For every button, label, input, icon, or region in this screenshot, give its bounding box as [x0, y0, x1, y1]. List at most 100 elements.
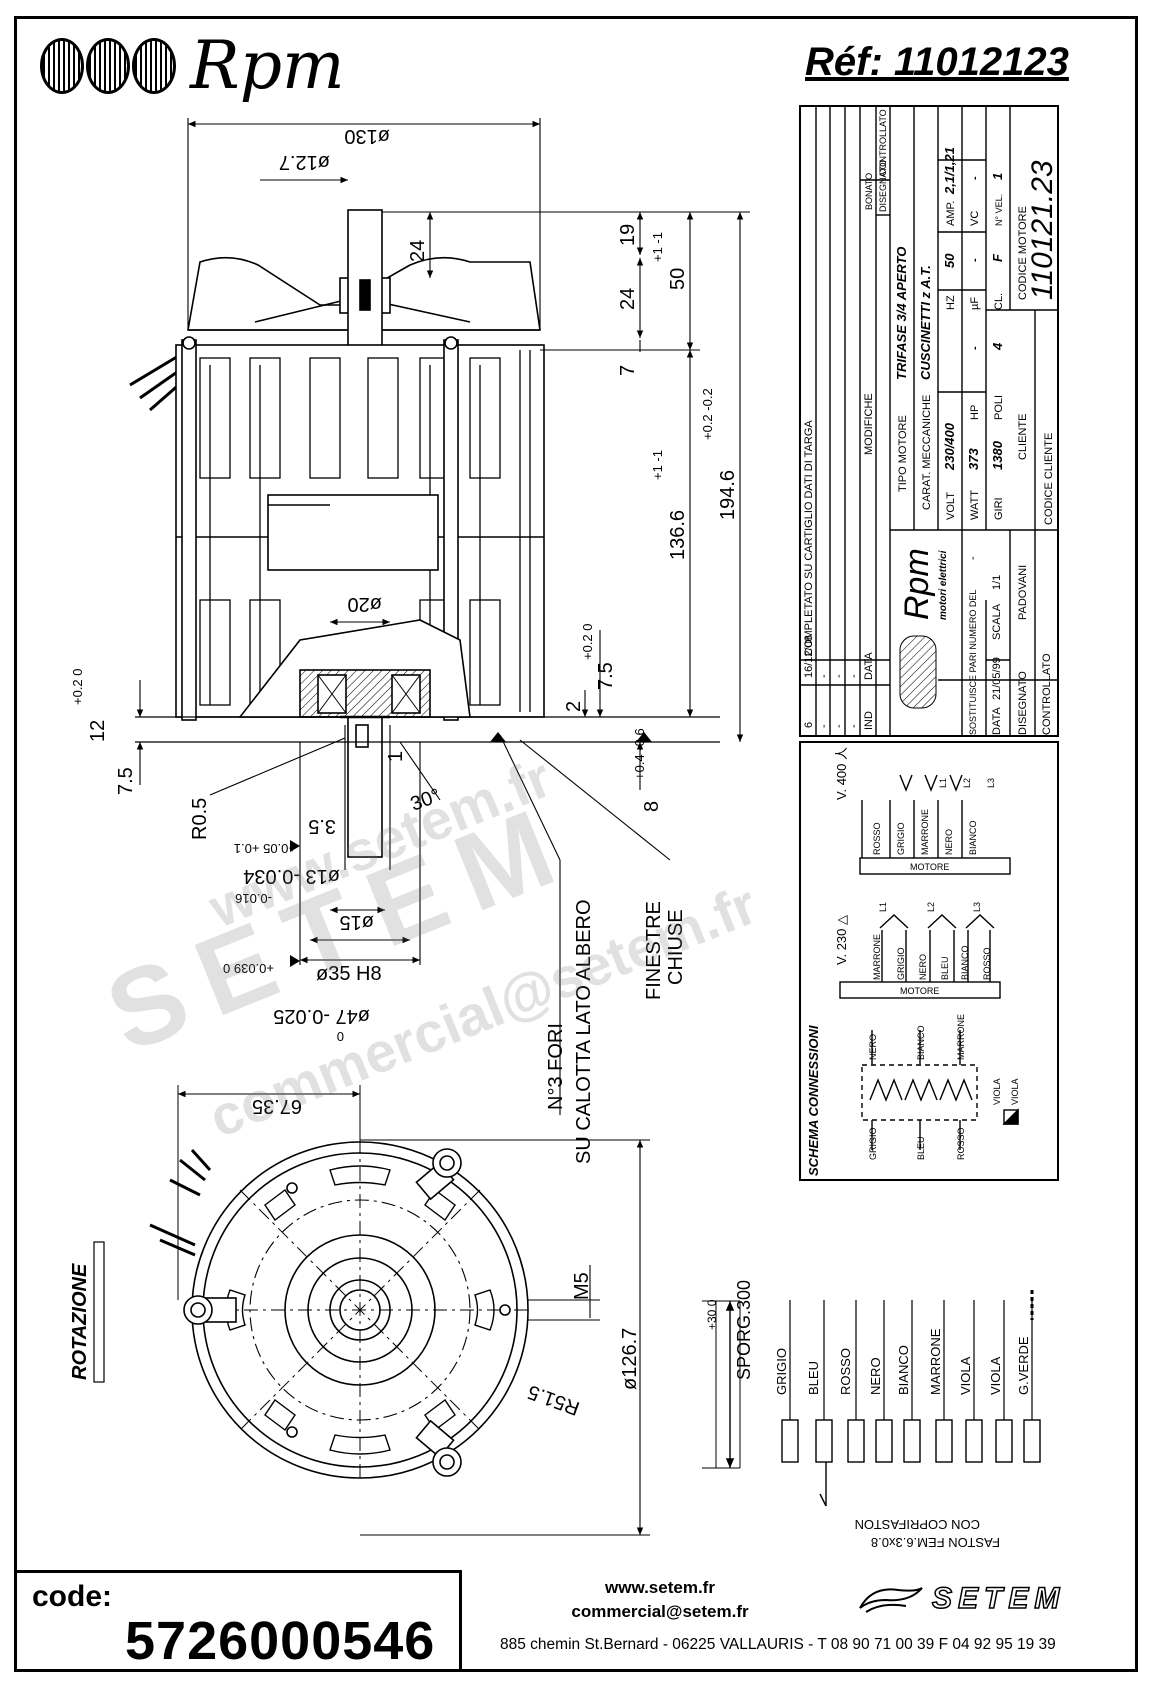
dim-67-35: 67.35 [252, 1095, 302, 1117]
svg-text:MARRONE: MARRONE [920, 809, 930, 855]
reference-number: Réf: 11012123 [805, 40, 1069, 84]
dim-d130: ø130 [344, 125, 390, 147]
triangle-mark [290, 955, 300, 967]
svg-text:POLI: POLI [993, 395, 1005, 420]
svg-text:BIANCO: BIANCO [960, 945, 970, 980]
dim-r0-5: R0.5 [189, 798, 211, 840]
svg-text:SPORG.300: SPORG.300 [734, 1280, 754, 1380]
dim-2: 2 [563, 701, 585, 712]
drawing-frame [14, 16, 1138, 1672]
setem-swoosh-icon [859, 1587, 923, 1613]
svg-text:BIANCO: BIANCO [916, 1025, 926, 1060]
dim-30deg: 30° [408, 785, 444, 816]
svg-text:NERO: NERO [944, 829, 954, 855]
dim-r51-5: R51.5 [525, 1380, 583, 1419]
motor-front-view [149, 1085, 650, 1536]
dim-3-5: 3.5 [308, 815, 336, 837]
brand-name: Rpm [190, 27, 345, 104]
schema-connessioni [799, 741, 1059, 1181]
dim-1: 1 [385, 751, 407, 762]
dim-d47-tol: 0 [337, 1029, 344, 1044]
svg-text:SOSTITUISCE PARI NUMERO DEL: SOSTITUISCE PARI NUMERO DEL [968, 590, 978, 735]
svg-text:MODIFICHE: MODIFICHE [863, 393, 875, 455]
svg-text:ROSSO: ROSSO [838, 1348, 853, 1395]
svg-text:COMPLETATO SU CARTIGLIO DATI D: COMPLETATO SU CARTIGLIO DATI DI TARGA [803, 420, 815, 656]
svg-text:L3: L3 [986, 778, 996, 788]
rotazione-label: ROTAZIONE [69, 1241, 105, 1383]
svg-text:CON COPRIFASTON: CON COPRIFASTON [855, 1517, 980, 1532]
dim-194: 194.6 [717, 470, 739, 520]
fori-line1: N°3 FORI [545, 1023, 567, 1110]
svg-text:230/400: 230/400 [942, 422, 957, 471]
svg-text:HZ: HZ [945, 295, 957, 310]
svg-text:ROSSO: ROSSO [956, 1127, 966, 1160]
lead-wires [702, 1290, 1041, 1507]
svg-text:1/1: 1/1 [991, 575, 1003, 590]
svg-text:GIRI: GIRI [993, 497, 1005, 520]
svg-text:MOTORE: MOTORE [900, 986, 939, 996]
dimension-lines [136, 118, 750, 1115]
svg-text:BLEU: BLEU [806, 1361, 821, 1395]
dim-d13: ø13 -0.034 [243, 865, 340, 887]
contact-block: www.setem.fr commercial@setem.fr [560, 1576, 760, 1624]
svg-text:G.VERDE: G.VERDE [1016, 1336, 1031, 1395]
svg-text:1380: 1380 [990, 440, 1005, 470]
dim-194-tol: +0.2 -0.2 [700, 388, 715, 440]
finestre-line2: CHIUSE [665, 909, 687, 985]
dim-7-5r-tol: +0.2 0 [580, 623, 595, 660]
svg-text:WATT: WATT [969, 490, 981, 520]
svg-text:AMP.: AMP. [945, 201, 957, 226]
svg-text:L1: L1 [878, 902, 888, 912]
svg-text:VOLT: VOLT [945, 492, 957, 520]
website-link[interactable]: www.setem.fr [605, 1578, 715, 1597]
svg-text:TIPO MOTORE: TIPO MOTORE [897, 415, 909, 492]
fori-line2: SU CALOTTA LATO ALBERO [573, 899, 595, 1164]
dim-24b: 24 [617, 288, 639, 310]
email-link[interactable]: commercial@setem.fr [571, 1602, 749, 1621]
svg-text:ROSSO: ROSSO [982, 947, 992, 980]
svg-text:CODICE MOTORE: CODICE MOTORE [1017, 206, 1029, 300]
svg-text:16/12/08: 16/12/08 [803, 635, 815, 678]
svg-text:MARRONE: MARRONE [956, 1014, 966, 1060]
dim-136: 136.6 [667, 510, 689, 560]
dim-d35-tol: +0.039 0 [223, 961, 274, 976]
svg-text:MARRONE: MARRONE [872, 934, 882, 980]
svg-text:21/05/99: 21/05/99 [991, 657, 1003, 700]
svg-text:VIOLA: VIOLA [988, 1356, 1003, 1395]
dim-7-5l: 7.5 [115, 767, 137, 795]
svg-text:CODICE CLIENTE: CODICE CLIENTE [1043, 433, 1055, 525]
svg-text:-: - [818, 724, 830, 728]
svg-text:MARRONE: MARRONE [928, 1328, 943, 1395]
svg-text:CARAT. MECCANICHE: CARAT. MECCANICHE [921, 395, 933, 510]
svg-text:BIANCO: BIANCO [968, 820, 978, 855]
svg-text:DATA: DATA [863, 652, 875, 680]
svg-text:VIOLA: VIOLA [958, 1356, 973, 1395]
svg-text:GRIGIO: GRIGIO [896, 822, 906, 855]
svg-text:NERO: NERO [868, 1357, 883, 1395]
svg-text:DATA: DATA [991, 707, 1003, 735]
svg-text:PADOVANI: PADOVANI [1017, 565, 1029, 620]
svg-text:BONATO: BONATO [864, 173, 874, 210]
schema-text: SCHEMA CONNESSIONI V. 400 人 V. 230 △ MOT… [806, 747, 1020, 1176]
dim-d47: ø47 -0.025 [273, 1005, 370, 1027]
dim-50-tol: +1 -1 [650, 232, 665, 262]
rpm-logo: Rpm [40, 30, 345, 102]
svg-text:VIOLA: VIOLA [992, 1078, 1002, 1105]
svg-text:NERO: NERO [868, 1034, 878, 1060]
svg-text:VIOLA: VIOLA [1010, 1078, 1020, 1105]
svg-text:4: 4 [990, 342, 1005, 351]
svg-text:-: - [833, 724, 845, 728]
svg-text:SCALA: SCALA [991, 603, 1003, 640]
svg-text:-: - [969, 258, 981, 262]
svg-text:L2: L2 [926, 902, 936, 912]
svg-text:N° VEL.: N° VEL. [994, 194, 1004, 226]
triangle-mark [290, 840, 300, 852]
triangle-mark [490, 732, 506, 742]
code-box [14, 1570, 462, 1672]
dim-3-5-tol: +0.05 +0.1 [234, 841, 296, 856]
dim-136-tol: +1 -1 [650, 450, 665, 480]
svg-text:motori elettrici: motori elettrici [938, 550, 949, 620]
svg-text:V. 400 人: V. 400 人 [834, 747, 849, 800]
dim-7-5r: 7.5 [595, 662, 617, 690]
